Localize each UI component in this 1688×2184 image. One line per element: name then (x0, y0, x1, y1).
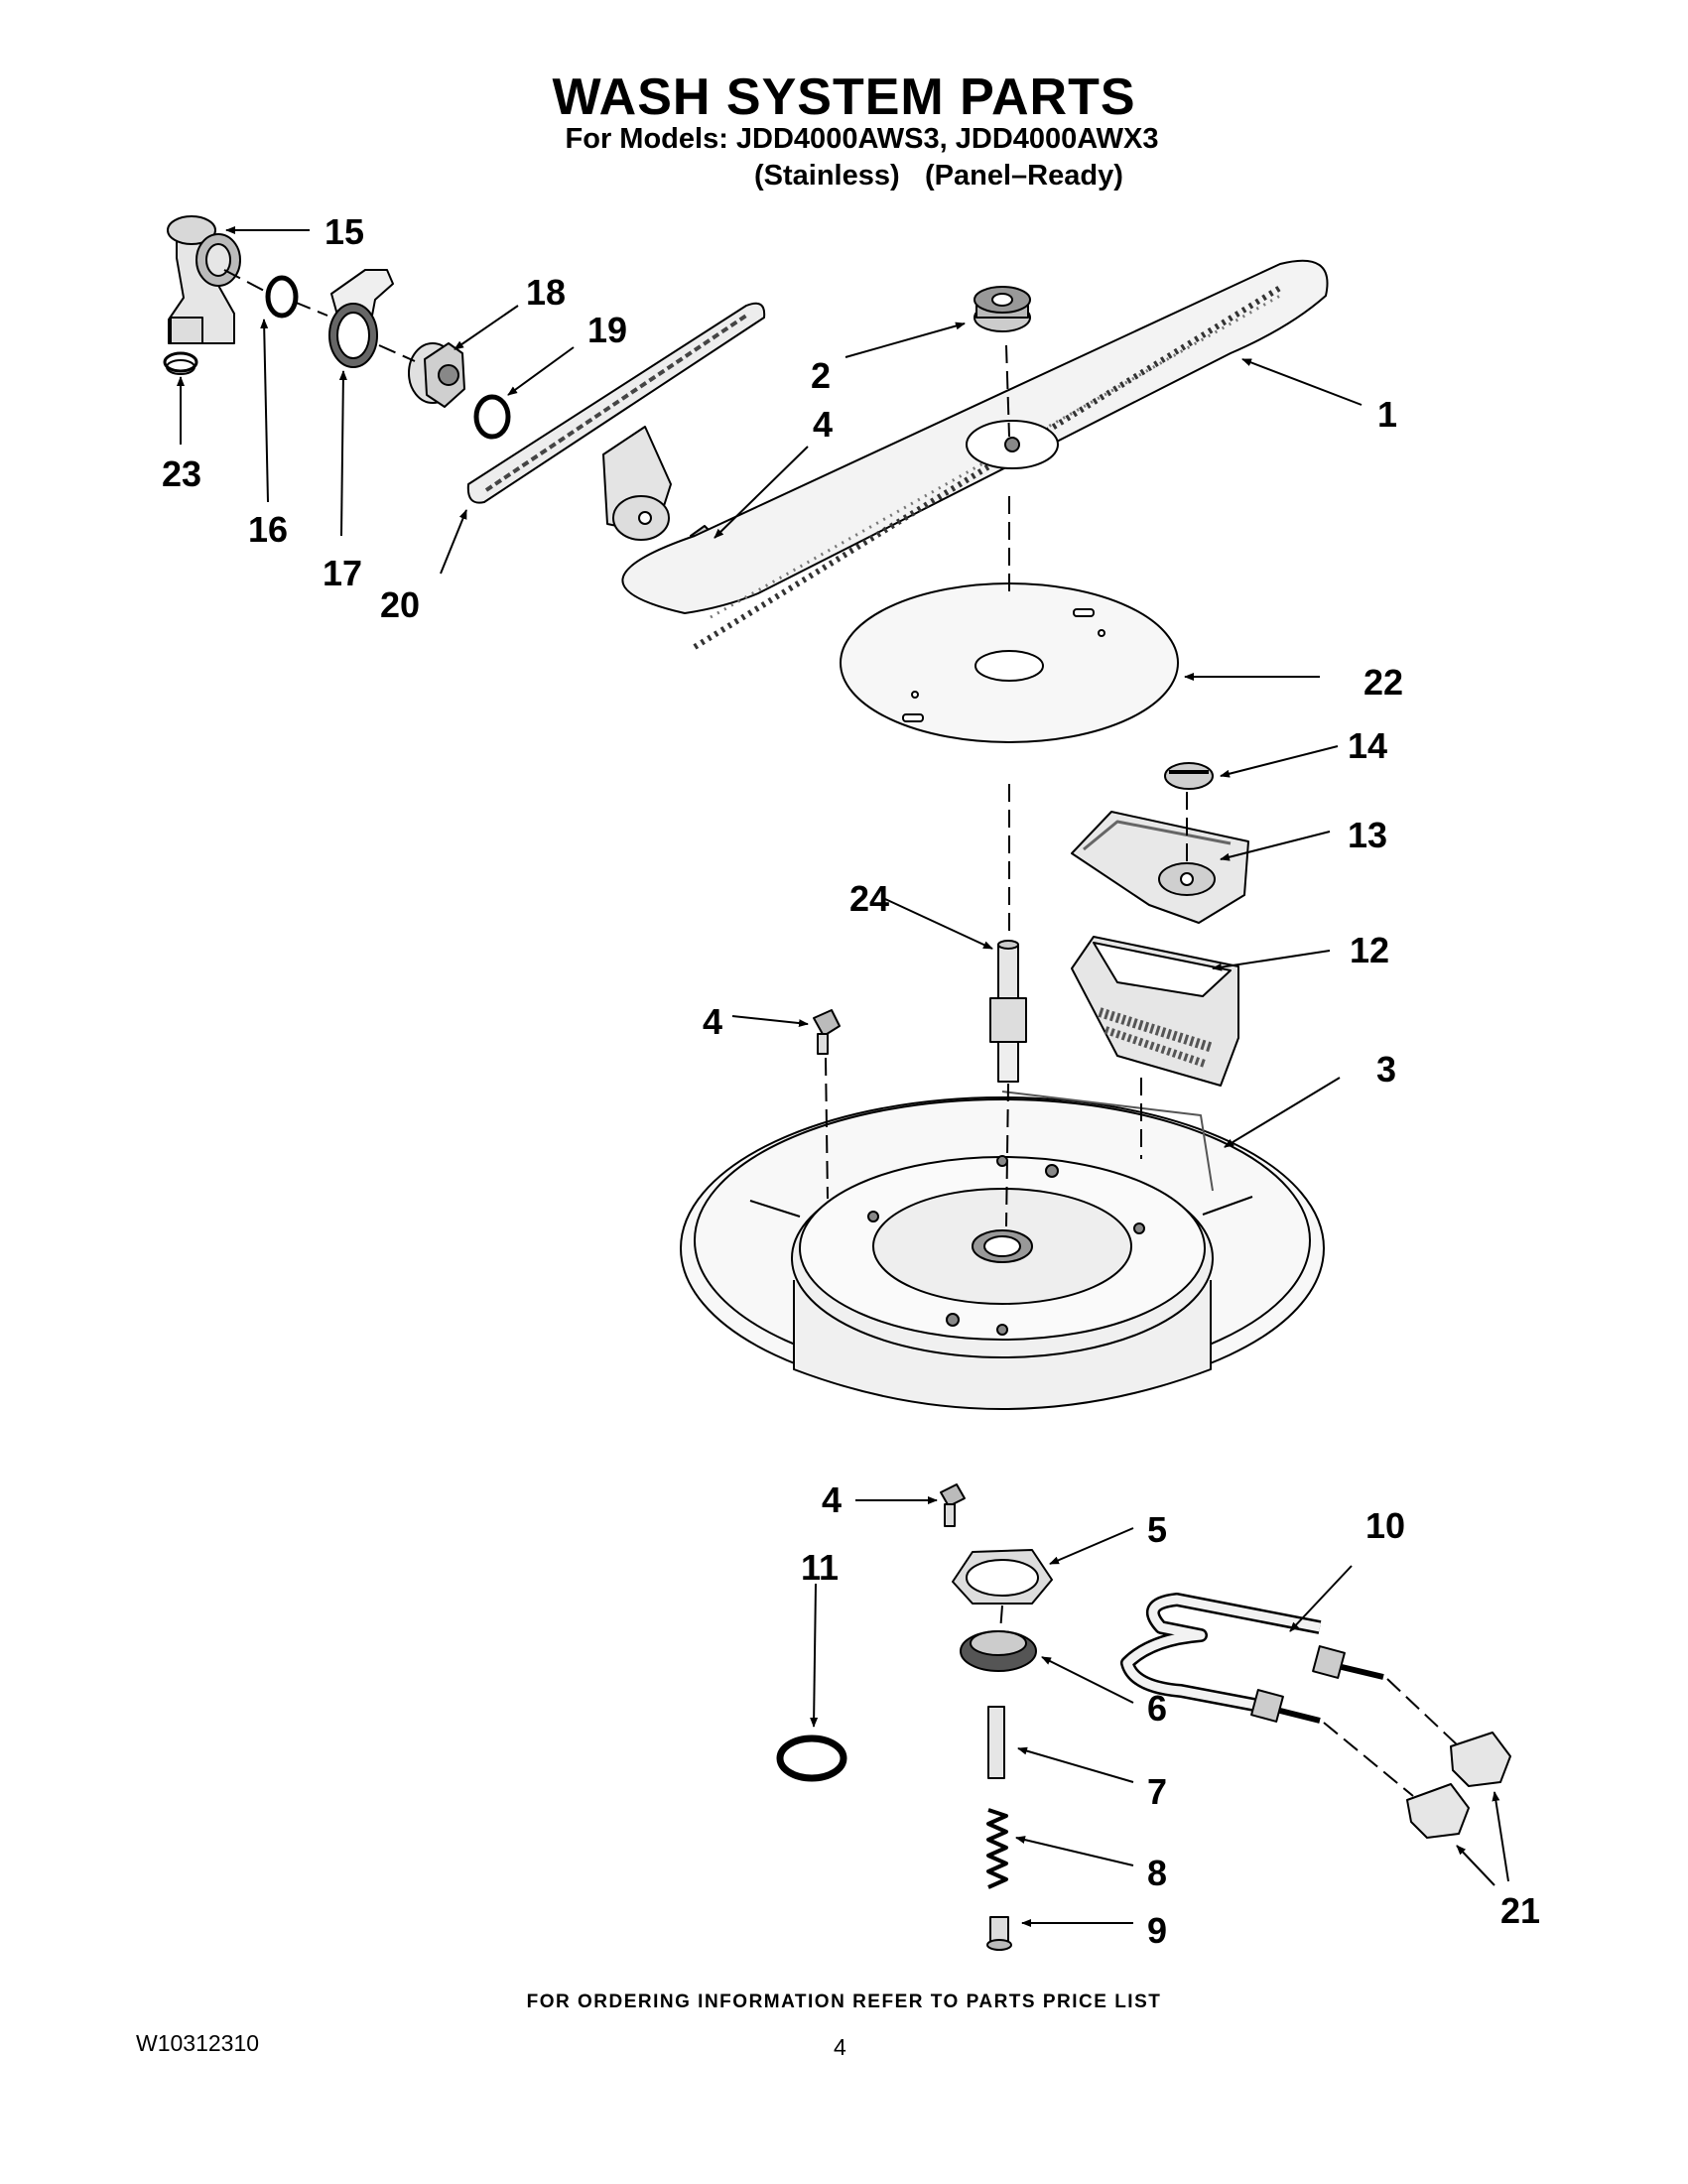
callout-24: 24 (849, 878, 889, 919)
callout-13: 13 (1348, 815, 1387, 855)
part-bracket-seal (328, 269, 394, 368)
callout-5: 5 (1147, 1509, 1167, 1550)
part-hose-clamp (163, 351, 198, 375)
part-pin (987, 1706, 1005, 1779)
callout-23: 23 (162, 453, 201, 494)
page-title: WASH SYSTEM PARTS (552, 68, 1136, 126)
page-number: 4 (834, 2034, 846, 2060)
variant-stainless: (Stainless) (754, 160, 900, 192)
callout-4c: 4 (822, 1479, 842, 1520)
callout-4a: 4 (813, 404, 833, 445)
callout-14: 14 (1348, 725, 1387, 766)
callout-19: 19 (587, 310, 627, 350)
callout-20: 20 (380, 584, 420, 625)
callout-16: 16 (248, 509, 288, 550)
part-sump-assembly (680, 1091, 1325, 1410)
part-filter-cap (1164, 762, 1214, 790)
alignment-lines (223, 269, 1460, 1797)
part-screw-lower (940, 1483, 966, 1527)
document-number: W10312310 (136, 2030, 260, 2056)
variant-panel-ready: (Panel–Ready) (925, 160, 1123, 192)
part-terminal-nut (1406, 1732, 1511, 1839)
part-screw-middle (813, 1009, 841, 1055)
part-filter-disc (840, 582, 1179, 743)
callout-10: 10 (1365, 1505, 1405, 1546)
callout-2: 2 (811, 355, 831, 396)
part-center-shaft (989, 940, 1027, 1083)
callout-21: 21 (1500, 1890, 1540, 1931)
part-fine-filter (1071, 936, 1239, 1087)
ordering-info-note: FOR ORDERING INFORMATION REFER TO PARTS … (526, 1991, 1162, 2012)
part-end-cap (986, 1916, 1012, 1951)
part-spray-arm-hub (974, 286, 1031, 332)
part-o-ring-19 (473, 394, 511, 440)
part-heater-element (1120, 1593, 1384, 1724)
callout-4b: 4 (703, 1001, 722, 1042)
part-manifold-hub (408, 342, 465, 408)
callout-17: 17 (323, 553, 362, 593)
callout-18: 18 (526, 272, 566, 313)
part-upper-spray-arm (466, 302, 766, 541)
part-sump-ring (776, 1734, 847, 1782)
part-filter-cover (1071, 811, 1249, 924)
part-lower-spray-arm (621, 259, 1329, 650)
callout-9: 9 (1147, 1910, 1167, 1951)
callout-12: 12 (1350, 930, 1389, 970)
leader-arrows (177, 226, 1509, 1927)
callout-3: 3 (1376, 1049, 1396, 1090)
part-elbow-inlet (167, 215, 241, 344)
part-diaphragm (960, 1630, 1037, 1672)
callout-1: 1 (1377, 394, 1397, 435)
callout-22: 22 (1363, 662, 1403, 703)
callout-11: 11 (801, 1547, 839, 1588)
model-subtitle: For Models: JDD4000AWS3, JDD4000AWX3 (565, 123, 1159, 155)
callout-7: 7 (1147, 1771, 1167, 1812)
callout-15: 15 (325, 211, 364, 252)
callout-8: 8 (1147, 1853, 1167, 1893)
callout-6: 6 (1147, 1688, 1167, 1729)
part-o-ring-16 (265, 275, 299, 319)
part-flange (952, 1549, 1053, 1605)
part-spring (986, 1808, 1008, 1889)
